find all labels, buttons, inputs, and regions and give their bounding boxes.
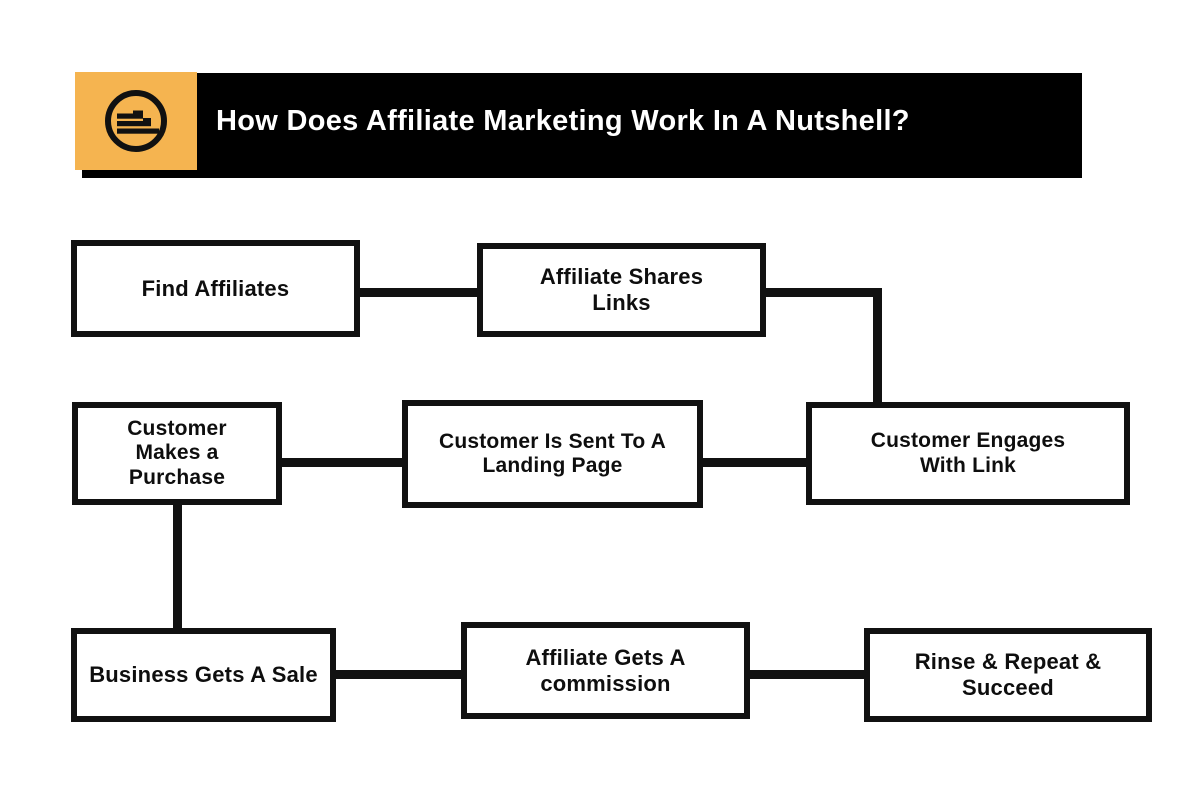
circle-stairs-logo-icon <box>105 90 167 152</box>
node-label: Rinse & Repeat & Succeed <box>914 649 1102 700</box>
node-customer-makes-a-purchase[interactable]: Customer Makes a Purchase <box>72 402 282 505</box>
node-label: Customer Engages With Link <box>870 429 1066 477</box>
connector-sale-to-commission <box>331 670 466 679</box>
node-rinse-repeat-succeed[interactable]: Rinse & Repeat & Succeed <box>864 628 1152 722</box>
connector-landing-to-purchase <box>277 458 407 467</box>
node-customer-engages-with-link[interactable]: Customer Engages With Link <box>806 402 1130 505</box>
node-label: Customer Is Sent To A Landing Page <box>438 429 667 477</box>
page-title: How Does Affiliate Marketing Work In A N… <box>216 105 910 137</box>
node-label: Business Gets A Sale <box>89 662 318 688</box>
connector-commission-to-rinse <box>745 670 869 679</box>
node-business-gets-a-sale[interactable]: Business Gets A Sale <box>71 628 336 722</box>
node-customer-is-sent-to-a-landing-page[interactable]: Customer Is Sent To A Landing Page <box>402 400 703 508</box>
node-label: Affiliate Gets A commission <box>525 644 686 696</box>
connector-shares-to-engages-horizontal <box>761 288 882 297</box>
node-affiliate-gets-a-commission[interactable]: Affiliate Gets A commission <box>461 622 750 719</box>
header-bar: How Does Affiliate Marketing Work In A N… <box>197 73 1082 170</box>
connector-purchase-to-sale <box>173 500 182 635</box>
node-label: Find Affiliates <box>141 275 290 301</box>
node-affiliate-shares-links[interactable]: Affiliate Shares Links <box>477 243 766 337</box>
logo-badge <box>75 72 197 170</box>
connector-engages-to-landing <box>698 458 813 467</box>
node-label: Customer Makes a Purchase <box>127 416 227 489</box>
node-label: Affiliate Shares Links <box>539 264 704 315</box>
connector-find-to-shares <box>355 288 482 297</box>
node-find-affiliates[interactable]: Find Affiliates <box>71 240 360 337</box>
connector-shares-to-engages-vertical <box>873 288 882 408</box>
